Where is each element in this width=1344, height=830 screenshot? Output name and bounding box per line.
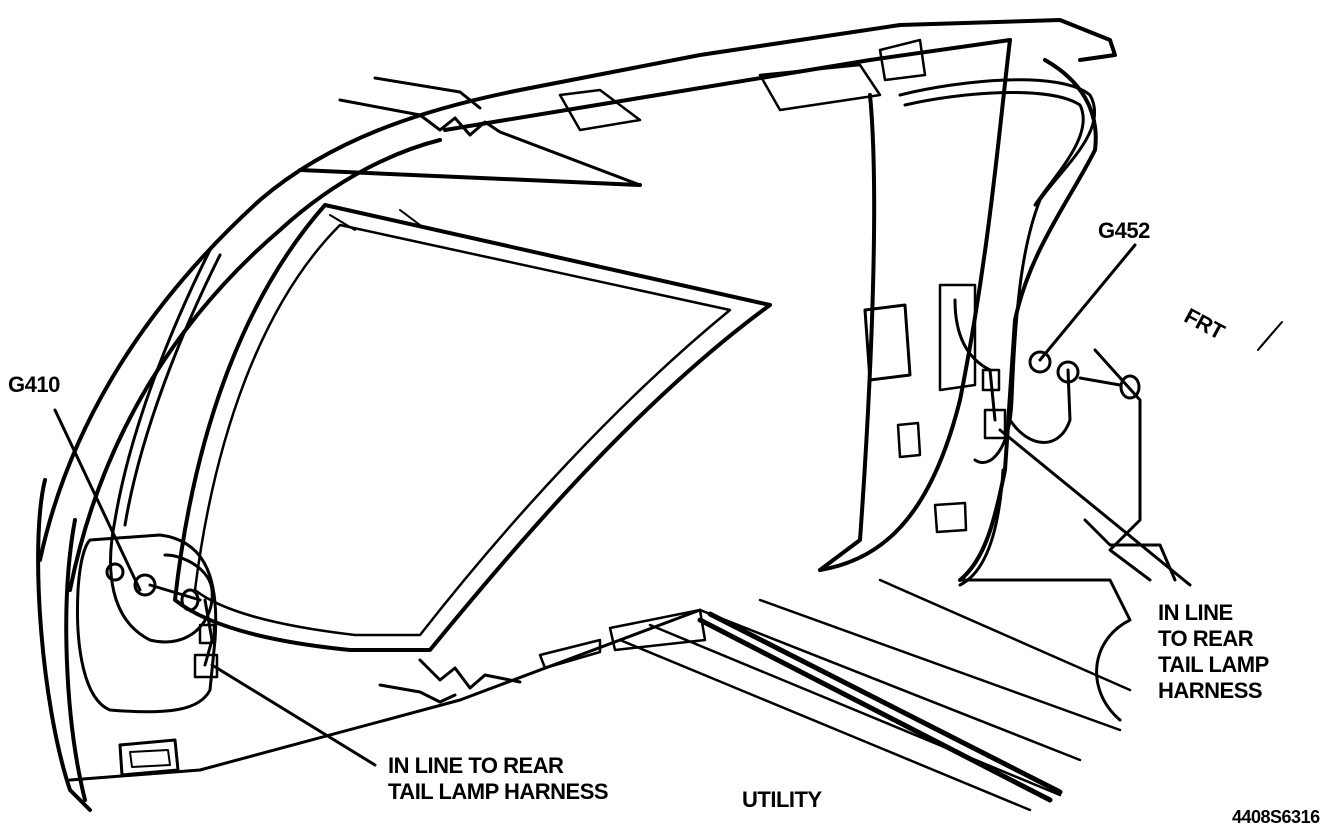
leader-right-harness — [998, 428, 1192, 587]
right-callout-line-2: TO REAR — [1158, 626, 1254, 651]
leader-g410 — [53, 408, 142, 592]
right-callout-line-1: IN LINE — [1158, 600, 1233, 625]
right-callout-line-3: TAIL LAMP — [1158, 652, 1269, 677]
g452-ground-bolt — [1028, 350, 1141, 400]
figure-code: 4408S6316 — [1232, 807, 1320, 827]
variant-label: UTILITY — [742, 787, 822, 812]
leader-g452 — [1038, 243, 1137, 362]
left-pillar — [36, 478, 702, 812]
left-wiring-harness — [109, 248, 222, 679]
left-callout-line-2: TAIL LAMP HARNESS — [388, 779, 609, 804]
g410-ground-bolt — [105, 562, 202, 612]
right-harness-callout: IN LINE TO REAR TAIL LAMP HARNESS — [1158, 600, 1269, 704]
leader-lines — [53, 243, 1192, 767]
right-wiring-harness — [898, 78, 1097, 587]
rear-window-opening — [173, 203, 772, 652]
g452-label: G452 — [1098, 218, 1150, 243]
left-callout-line-1: IN LINE TO REAR — [388, 753, 564, 778]
roof-panel — [38, 18, 1117, 592]
leader-left-harness — [210, 663, 377, 767]
break-lines — [338, 76, 642, 704]
right-pillar — [818, 38, 1098, 582]
g410-label: G410 — [8, 372, 60, 397]
cargo-floor — [538, 348, 1177, 812]
frt-arrow — [1257, 321, 1283, 351]
right-callout-line-4: HARNESS — [1158, 678, 1263, 703]
left-harness-callout: IN LINE TO REAR TAIL LAMP HARNESS — [388, 753, 609, 805]
